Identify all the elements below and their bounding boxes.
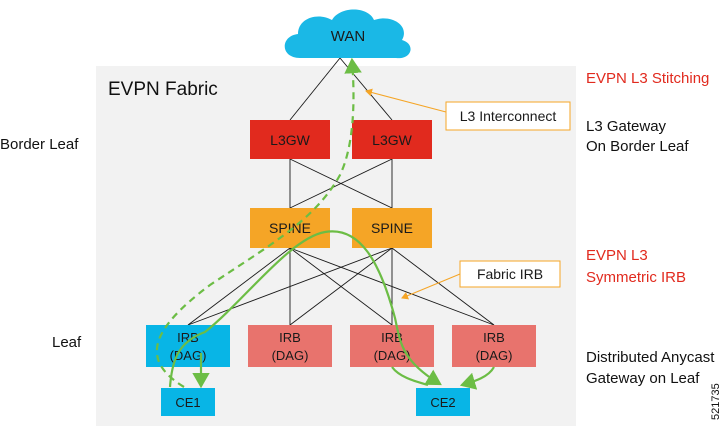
fabric-irb-callout: Fabric IRB	[401, 260, 561, 300]
l3-interconnect-callout: L3 Interconnect	[365, 88, 571, 131]
l3-interconnect-text: L3 Interconnect	[460, 108, 557, 124]
ce-label: CE1	[175, 395, 200, 410]
irb-label: IRB	[177, 330, 199, 345]
l3gw-node: L3GW	[352, 120, 432, 159]
l3gw-node: L3GW	[250, 120, 330, 159]
l3-gateway-label-2: On Border Leaf	[586, 138, 689, 155]
irb-node: IRB (DAG)	[146, 325, 230, 367]
ce-label: CE2	[430, 395, 455, 410]
wan-cloud: WAN	[284, 9, 411, 59]
symmetric-irb-label: EVPN L3	[586, 247, 648, 264]
spine-label: SPINE	[269, 220, 311, 236]
symmetric-irb-flow	[168, 230, 495, 390]
l3gw-label: L3GW	[270, 132, 310, 148]
irb-node: IRB (DAG)	[452, 325, 536, 367]
symmetric-irb-label-2: Symmetric IRB	[586, 269, 686, 286]
evpn-l3-stitching-label: EVPN L3 Stitching	[586, 70, 709, 87]
irb-label: IRB	[279, 330, 301, 345]
irb-label: IRB	[483, 330, 505, 345]
anycast-gateway-label-2: Gateway on Leaf	[586, 370, 700, 387]
irb-node: IRB (DAG)	[248, 325, 332, 367]
irb-sublabel: (DAG)	[476, 348, 513, 363]
leaf-label: Leaf	[52, 334, 82, 351]
ce-node: CE1	[161, 388, 215, 416]
anycast-gateway-label: Distributed Anycast	[586, 349, 715, 366]
spine-label: SPINE	[371, 220, 413, 236]
topology-links	[187, 57, 495, 326]
wan-label: WAN	[331, 28, 365, 45]
irb-node: IRB (DAG)	[350, 325, 434, 367]
fabric-irb-text: Fabric IRB	[477, 266, 543, 282]
border-leaf-label: Border Leaf	[0, 136, 79, 153]
l3gw-label: L3GW	[372, 132, 412, 148]
spine-node: SPINE	[352, 208, 432, 248]
fabric-title: EVPN Fabric	[108, 79, 218, 100]
irb-sublabel: (DAG)	[272, 348, 309, 363]
ce-node: CE2	[416, 388, 470, 416]
spine-node: SPINE	[250, 208, 330, 248]
figure-id: 521735	[710, 383, 722, 420]
l3-gateway-label: L3 Gateway	[586, 118, 667, 135]
l3-stitching-flow	[155, 57, 362, 388]
irb-sublabel: (DAG)	[374, 348, 411, 363]
